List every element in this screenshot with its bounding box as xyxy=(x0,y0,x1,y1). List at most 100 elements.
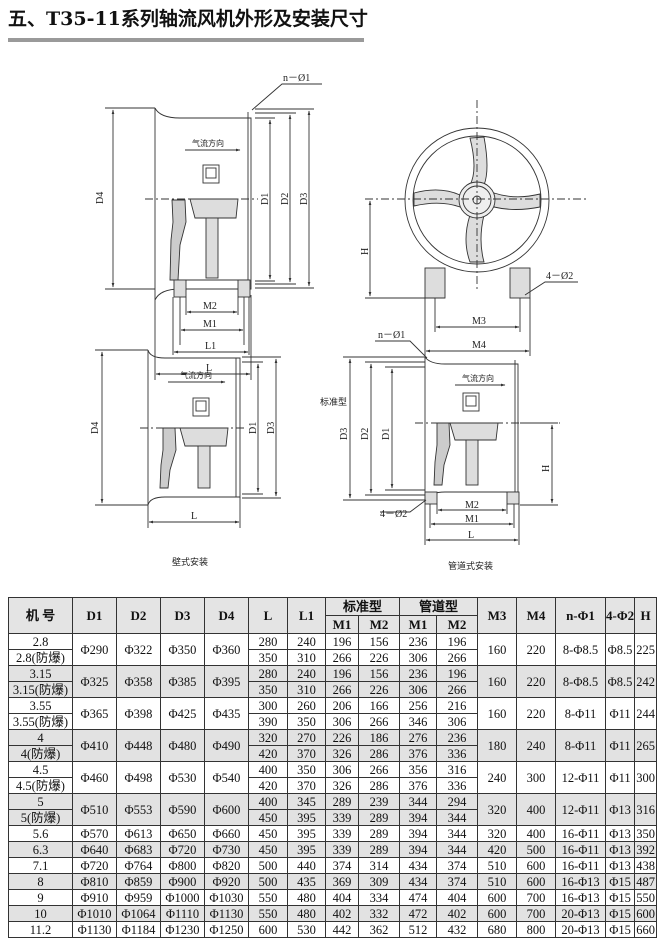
cell-D4: Φ540 xyxy=(204,761,249,794)
cell-D2: Φ683 xyxy=(116,841,161,858)
cell-duct-M1: 236 xyxy=(399,633,437,650)
cell-duct-M1: 306 xyxy=(399,649,437,666)
wall-mount-view xyxy=(95,349,281,528)
cell-standard-M2: 309 xyxy=(358,873,400,890)
cell-standard-M2: 186 xyxy=(358,729,400,746)
header-duct-M2: M2 xyxy=(436,615,478,634)
cell-n-phi1: 12-Φ11 xyxy=(555,793,606,826)
cell-standard-M1: 339 xyxy=(325,841,359,858)
cell-L: 420 xyxy=(248,745,288,762)
cell-M4: 700 xyxy=(516,889,556,906)
cell-M3: 600 xyxy=(477,889,517,906)
cell-D4: Φ820 xyxy=(204,857,249,874)
cell-M4: 300 xyxy=(516,761,556,794)
duct-airflow-label: 气流方向 xyxy=(462,373,494,383)
cell-standard-M2: 166 xyxy=(358,697,400,714)
cell-H: 438 xyxy=(634,857,658,874)
cell-D3: Φ350 xyxy=(160,633,205,666)
cell-standard-M2: 334 xyxy=(358,889,400,906)
header-D1: D1 xyxy=(72,597,117,634)
table-header-row: 机 号 D1 D2 D3 D4 L L1 标准型 管道型 M3 M4 n-Φ1 … xyxy=(8,597,658,634)
cell-duct-M1: 434 xyxy=(399,857,437,874)
cell-M4: 500 xyxy=(516,841,556,858)
cell-L: 280 xyxy=(248,633,288,650)
cell-standard-M1: 196 xyxy=(325,665,359,682)
cell-L1: 260 xyxy=(287,697,326,714)
cell-L: 420 xyxy=(248,777,288,794)
cell-duct-M2: 196 xyxy=(436,665,478,682)
cell-D4: Φ435 xyxy=(204,697,249,730)
cell-4-phi2: Φ13 xyxy=(604,841,636,858)
cell-model: 4(防爆) xyxy=(8,745,73,762)
cell-H: 316 xyxy=(634,793,658,826)
cell-D3: Φ800 xyxy=(160,857,205,874)
fan-drawings: n－Ø1 气流方向 D4 D1 D2 D3 M2 M1 L1 L 标准型 xyxy=(90,73,588,571)
cell-standard-M1: 402 xyxy=(325,905,359,922)
duct-label-L: L xyxy=(468,530,474,541)
caption-wall-mount: 壁式安装 xyxy=(172,556,208,567)
cell-standard-M2: 226 xyxy=(358,649,400,666)
cell-L1: 270 xyxy=(287,729,326,746)
cell-L: 400 xyxy=(248,793,288,810)
cell-standard-M1: 206 xyxy=(325,697,359,714)
header-D3: D3 xyxy=(160,597,205,634)
cell-4-phi2: Φ11 xyxy=(604,729,636,762)
cell-standard-M1: 326 xyxy=(325,745,359,762)
cell-D2: Φ498 xyxy=(116,761,161,794)
cell-M4: 400 xyxy=(516,825,556,842)
cell-M4: 400 xyxy=(516,793,556,826)
cell-L: 450 xyxy=(248,809,288,826)
cell-L: 600 xyxy=(248,921,288,938)
header-M3: M3 xyxy=(477,597,517,634)
standard-side-view xyxy=(105,83,322,380)
cell-model: 4.5 xyxy=(8,761,73,778)
cell-4-phi2: Φ8.5 xyxy=(604,633,636,666)
label-D2: D2 xyxy=(280,193,291,205)
cell-duct-M2: 402 xyxy=(436,905,478,922)
cell-M4: 600 xyxy=(516,857,556,874)
cell-standard-M2: 289 xyxy=(358,809,400,826)
cell-4-phi2: Φ13 xyxy=(604,825,636,842)
cell-D4: Φ730 xyxy=(204,841,249,858)
cell-D1: Φ720 xyxy=(72,857,117,874)
cell-L1: 480 xyxy=(287,905,326,922)
cell-duct-M1: 376 xyxy=(399,745,437,762)
label-L1: L1 xyxy=(205,341,216,352)
label-n-phi1: n－Ø1 xyxy=(283,73,310,84)
cell-duct-M2: 344 xyxy=(436,809,478,826)
cell-n-phi1: 20-Φ13 xyxy=(555,905,606,922)
cell-D3: Φ1230 xyxy=(160,921,205,938)
cell-n-phi1: 16-Φ11 xyxy=(555,857,606,874)
cell-duct-M1: 344 xyxy=(399,793,437,810)
cell-M3: 320 xyxy=(477,793,517,826)
cell-M3: 420 xyxy=(477,841,517,858)
cell-model: 11.2 xyxy=(8,921,73,938)
title-underline xyxy=(8,38,364,42)
cell-model: 8 xyxy=(8,873,73,890)
cell-standard-M2: 286 xyxy=(358,745,400,762)
label-M4: M4 xyxy=(472,340,486,351)
wall-label-D4: D4 xyxy=(90,422,101,434)
cell-n-phi1: 8-Φ11 xyxy=(555,697,606,730)
cell-standard-M2: 332 xyxy=(358,905,400,922)
header-D4: D4 xyxy=(204,597,249,634)
label-D3: D3 xyxy=(299,193,310,205)
cell-n-phi1: 20-Φ13 xyxy=(555,921,606,938)
cell-duct-M1: 236 xyxy=(399,665,437,682)
cell-H: 392 xyxy=(634,841,658,858)
header-n-phi1: n-Φ1 xyxy=(555,597,606,634)
dimensions-table: 机 号 D1 D2 D3 D4 L L1 标准型 管道型 M3 M4 n-Φ1 … xyxy=(8,597,658,938)
cell-H: 550 xyxy=(634,889,658,906)
cell-D3: Φ900 xyxy=(160,873,205,890)
cell-duct-M2: 196 xyxy=(436,633,478,650)
cell-L: 450 xyxy=(248,825,288,842)
cell-model: 5.6 xyxy=(8,825,73,842)
cell-4-phi2: Φ11 xyxy=(604,761,636,794)
cell-standard-M2: 289 xyxy=(358,841,400,858)
cell-L1: 395 xyxy=(287,841,326,858)
